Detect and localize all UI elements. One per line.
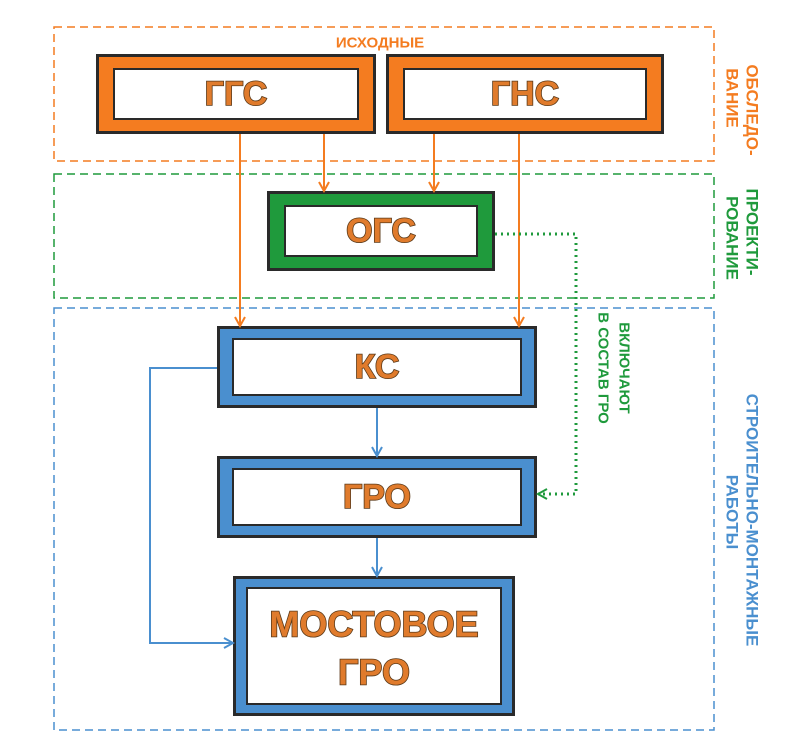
arrow-ogs-to-gro xyxy=(495,232,578,494)
construction-side-label-line2: РАБОТЫ xyxy=(723,475,742,550)
design-side-label-line1: ПРОЕКТИ- xyxy=(743,189,762,276)
ogs-box-label: ОГС xyxy=(346,212,416,250)
gns-box-label: ГНС xyxy=(491,75,559,113)
ggs-box-label: ГГС xyxy=(205,75,268,113)
gro-box: ГРО xyxy=(217,456,537,538)
bridge-gro-box-label-line2: ГРО xyxy=(338,652,410,693)
bridge-gro-box: МОСТОВОЕ ГРО xyxy=(233,576,515,716)
ogs-box: ОГС xyxy=(267,191,495,271)
design-section-frame xyxy=(53,173,715,299)
ks-box-label: КС xyxy=(355,348,400,386)
annotation-line2: В СОСТАВ ГРО xyxy=(595,312,612,424)
bridge-gro-box-label-line1: МОСТОВОЕ xyxy=(269,604,478,645)
survey-side-label-line2: ВАНИЕ xyxy=(723,68,742,128)
survey-section-frame xyxy=(53,26,715,162)
ggs-box: ГГС xyxy=(96,54,376,134)
construction-section-frame xyxy=(53,307,715,731)
design-side-label-line2: РОВАНИЕ xyxy=(723,196,742,280)
gro-box-label: ГРО xyxy=(343,478,411,516)
survey-side-label-line1: ОБСЛЕДО- xyxy=(743,64,762,155)
arrow-ks-to-bridge-gro xyxy=(149,367,233,643)
gns-box: ГНС xyxy=(386,54,664,134)
ks-box: КС xyxy=(217,326,537,408)
construction-side-label-line1: СТРОИТЕЛЬНО-МОНТАЖНЫЕ xyxy=(743,394,762,647)
survey-top-label: ИСХОДНЫЕ xyxy=(336,35,424,52)
annotation-line1: ВКЛЮЧАЮТ xyxy=(616,322,633,413)
